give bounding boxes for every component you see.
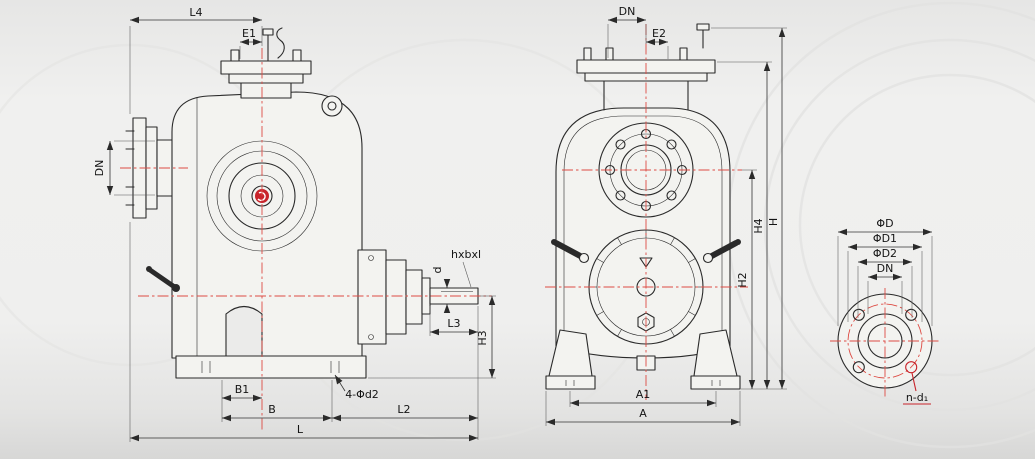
dim-b-label: B [268,403,276,416]
dim-dn-suction: DN [93,140,155,196]
dim-h2: H2 [736,169,757,389]
dim-shaft-d: d [431,267,451,313]
dim-key: hxbxl [451,248,481,288]
front-feet [545,329,741,390]
dim-h2-label: H2 [736,272,749,287]
frame-window [225,305,263,357]
base-frame [175,305,367,379]
side-centerlines [120,48,492,432]
dim-dn-discharge: DN [607,5,647,58]
dim-e2-label: E2 [652,27,666,40]
dim-h4: H4 [717,61,772,389]
dim-bolt-holes: n-d₁ [903,372,931,405]
dim-e2: E2 [646,27,669,59]
dim-e1-label: E1 [242,27,256,40]
dim-h3: H3 [368,295,496,379]
front-centerlines [545,24,748,400]
brand-logo-swirl [257,191,266,202]
dim-e1: E1 [239,27,262,59]
dim-a: A [545,391,741,426]
dim-anchor-holes-label: 4-Φd2 [345,388,379,401]
dim-phi-d2: ΦD2 [857,247,913,318]
dim-b1-label: B1 [235,383,250,396]
dim-a-label: A [639,407,647,420]
dim-b1: B1 [221,380,262,422]
dim-phi-d-label: ΦD [876,217,893,230]
highlighted-bolt-hole [905,361,918,374]
priming-hook [276,27,285,59]
dim-dn-flange: DN [867,262,903,314]
dim-l3-label: L3 [447,317,460,330]
dim-l3: L3 [429,306,478,336]
dim-anchor-holes: 4-Φd2 [334,374,379,401]
dim-l2-label: L2 [397,403,410,416]
dim-shaft-d-label: d [431,267,444,274]
flange-centerlines [830,288,940,398]
dim-dn-flange-label: DN [877,262,894,275]
dim-phi-d2-label: ΦD2 [873,247,897,260]
front-view: DN E2 H2 H4 H A1 [545,5,787,426]
dim-h-label: H [767,218,780,226]
dim-a1: A1 [569,388,717,407]
dim-a1-label: A1 [636,388,651,401]
dim-phi-d: ΦD [837,217,933,326]
dim-bolt-holes-label: n-d₁ [906,391,928,404]
dim-l: L [129,222,478,442]
dim-phi-d1: ΦD1 [847,232,923,322]
drain-handle [146,266,180,292]
lifting-eye [321,95,343,117]
dim-key-label: hxbxl [451,248,481,261]
bearing-frame [357,249,431,345]
discharge-flange [220,27,312,99]
dim-l-label: L [297,423,304,436]
dim-l4-label: L4 [189,6,202,19]
dim-phi-d1-label: ΦD1 [873,232,897,245]
dim-h3-label: H3 [476,330,489,345]
flange-view: ΦD ΦD1 ΦD2 DN n-d₁ [830,217,940,405]
dim-l2: L2 [332,306,479,440]
pump-casing [171,91,363,359]
dim-dn-suction-label: DN [93,160,106,177]
dim-h: H [711,27,787,390]
dim-l4: L4 [129,6,263,114]
cover-clamp-handles [551,239,741,264]
dim-h4-label: H4 [752,218,765,233]
dim-dn-discharge-label: DN [619,5,636,18]
side-view: L4 E1 DN d hxbxl L3 [93,6,496,442]
